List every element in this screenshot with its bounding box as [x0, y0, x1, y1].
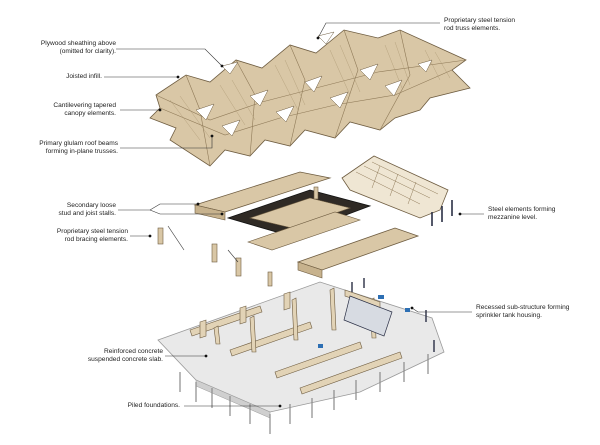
label-secondary: Secondary loose stud and joist stalls. — [58, 202, 116, 218]
leader-glulam — [120, 136, 213, 149]
loose-stud-posts — [157, 186, 319, 287]
leader-dots — [148, 36, 462, 408]
mezzanine-frame — [341, 155, 449, 219]
ground-slab-assembly — [157, 278, 445, 434]
leader-lines — [104, 22, 484, 407]
leader-plywood — [116, 48, 223, 67]
label-joisted: Joisted infill. — [66, 73, 102, 80]
leader-recessed — [411, 307, 472, 313]
sprinkler-tank-recess — [343, 295, 393, 337]
label-slab: Reinforced concrete suspended concrete s… — [87, 348, 163, 364]
piled-foundations — [179, 354, 429, 434]
stud-stall-mid — [247, 211, 361, 251]
label-glulam: Primary glulam roof beams forming in-pla… — [39, 140, 118, 156]
mezzanine-ribs — [355, 161, 439, 205]
mezzanine-deck-inner — [248, 197, 352, 229]
label-steel-mezz: Steel elements forming mezzanine level. — [488, 206, 556, 222]
secondary-framing-assembly — [157, 171, 420, 287]
label-recessed: Recessed sub-structure forming sprinkler… — [476, 304, 570, 320]
steel-mezzanine-assembly — [341, 155, 453, 226]
label-steel-rod-truss: Proprietary steel tension rod truss elem… — [444, 17, 516, 33]
label-plywood: Plywood sheathing above (omitted for cla… — [40, 40, 116, 56]
ground-floor-walls — [189, 287, 403, 395]
roof-joist-hatch — [169, 41, 451, 141]
roof-fold-lines — [155, 29, 467, 167]
steel-posts — [431, 200, 453, 226]
concrete-slab — [157, 281, 445, 413]
stud-stall-left-face — [194, 204, 226, 221]
label-piled: Piled foundations. — [127, 402, 180, 409]
steel-blue-markers — [318, 295, 410, 348]
leader-secondary-b — [149, 209, 222, 215]
label-rod-bracing: Proprietary steel tension rod bracing el… — [56, 228, 128, 244]
roof-surface — [149, 29, 471, 167]
rod-bracing-lines — [167, 225, 239, 263]
roof-assembly — [149, 29, 471, 167]
label-canopy: Cantilevering tapered canopy elements. — [53, 102, 116, 118]
stud-stall-front-face — [297, 261, 323, 279]
leader-secondary-a — [118, 203, 198, 211]
roof-truss-openings — [195, 31, 433, 137]
leader-steel-rod-truss — [317, 22, 440, 39]
